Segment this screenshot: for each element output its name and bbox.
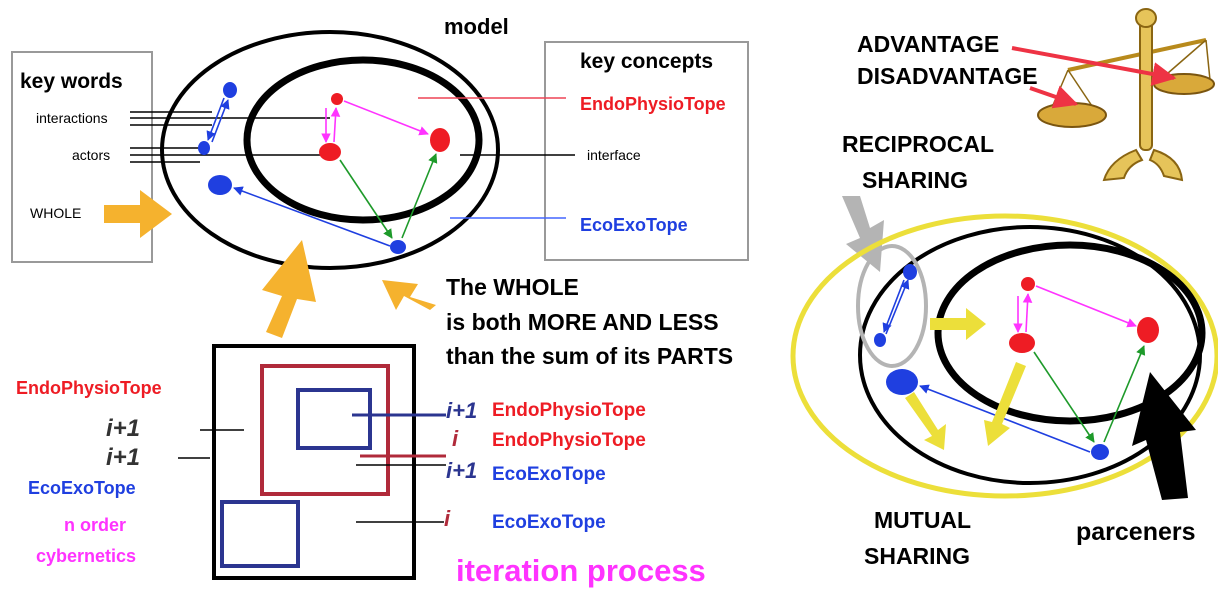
parceners-label: parceners: [1076, 518, 1196, 546]
actors-label: actors: [72, 147, 110, 163]
navy-square-inner: [296, 388, 372, 450]
iteration-caption: iteration process: [456, 553, 706, 588]
model-diagram: model key words interactions actors WHOL…: [11, 14, 749, 270]
iter-left-eco: EcoExoTope: [28, 478, 136, 498]
iter-right-i: i: [452, 426, 459, 451]
iter-right-endo2: EndoPhysioTope: [492, 430, 646, 451]
eco-concept-label: EcoExoTope: [580, 215, 688, 235]
iter-right-endo1: EndoPhysioTope: [492, 400, 646, 421]
r-actor-red-mid: [1009, 333, 1035, 353]
mutual-line1: MUTUAL: [874, 507, 971, 533]
iter-left-endo: EndoPhysioTope: [16, 378, 162, 398]
advantage-label: ADVANTAGE: [857, 31, 999, 57]
r-actor-red-small: [1021, 277, 1035, 291]
outer-square: [212, 344, 416, 580]
key-concepts-title: key concepts: [580, 50, 713, 73]
outer-ellipse: [160, 30, 500, 270]
n-order-line2: cybernetics: [36, 546, 136, 566]
r-actor-blue-bottom: [1091, 444, 1109, 460]
interactions-label: interactions: [36, 110, 108, 126]
mutual-line2: SHARING: [864, 543, 970, 569]
key-words-title: key words: [20, 70, 123, 93]
endo-concept-label: EndoPhysioTope: [580, 94, 726, 114]
iter-right-eco2: EcoExoTope: [492, 512, 606, 533]
interface-label: interface: [587, 147, 641, 163]
whole-line2: is both MORE AND LESS: [446, 309, 719, 335]
r-actor-blue-mid: [874, 333, 886, 347]
actor-blue-bottom: [390, 240, 406, 254]
inner-ellipse: [243, 56, 483, 224]
reciprocal-line1: RECIPROCAL: [842, 131, 994, 157]
yellow-arrow-right: [930, 308, 986, 340]
iteration-diagram: EndoPhysioTope i+1 i+1 EcoExoTope n orde…: [16, 344, 706, 588]
orange-arrow-whole: [104, 190, 172, 238]
iter-right-i2: i: [444, 506, 451, 531]
yellow-arrow-down-left: [905, 392, 946, 450]
black-parceners-arrow: [1132, 372, 1196, 500]
yellow-ellipse: [790, 213, 1218, 499]
r-actor-blue-big: [886, 369, 918, 395]
r-actor-blue-top: [903, 264, 917, 280]
whole-line3: than the sum of its PARTS: [446, 343, 733, 369]
yellow-arrow-down-right: [984, 362, 1026, 446]
iter-right-eco1: EcoExoTope: [492, 464, 606, 485]
n-order-line1: n order: [64, 515, 126, 535]
model-title: model: [444, 14, 509, 39]
orange-arrows: [104, 190, 436, 338]
whole-statement: The WHOLE is both MORE AND LESS than the…: [446, 274, 733, 369]
reciprocal-line2: SHARING: [862, 167, 968, 193]
balance-scale-illustration: [1011, 8, 1215, 182]
actor-red-small: [331, 93, 343, 105]
iter-left-i1b: i+1: [106, 444, 140, 471]
orange-arrow-up: [262, 240, 316, 338]
right-inner-ellipse: [934, 241, 1206, 425]
actor-blue-big: [208, 175, 232, 195]
gray-ellipse: [856, 244, 928, 368]
navy-square-lower: [220, 500, 300, 568]
iter-right-i1a: i+1: [446, 398, 477, 423]
key-words-box: [11, 51, 153, 263]
iter-right-i1b: i+1: [446, 458, 477, 483]
iter-left-i1a: i+1: [106, 415, 140, 442]
orange-arrow-diag: [382, 280, 436, 310]
whole-label: WHOLE: [30, 205, 81, 221]
r-actor-red-right: [1137, 317, 1159, 343]
disadvantage-label: DISADVANTAGE: [857, 63, 1038, 89]
actor-red-mid: [319, 143, 341, 161]
whole-line1: The WHOLE: [446, 274, 579, 300]
key-concepts-box: [544, 41, 749, 261]
actor-blue-mid: [198, 141, 210, 155]
darkred-square: [260, 364, 390, 496]
right-panel: ADVANTAGE DISADVANTAGE RECIPROCAL SHARIN…: [790, 8, 1218, 569]
actor-blue-top: [223, 82, 237, 98]
actor-red-right: [430, 128, 450, 152]
